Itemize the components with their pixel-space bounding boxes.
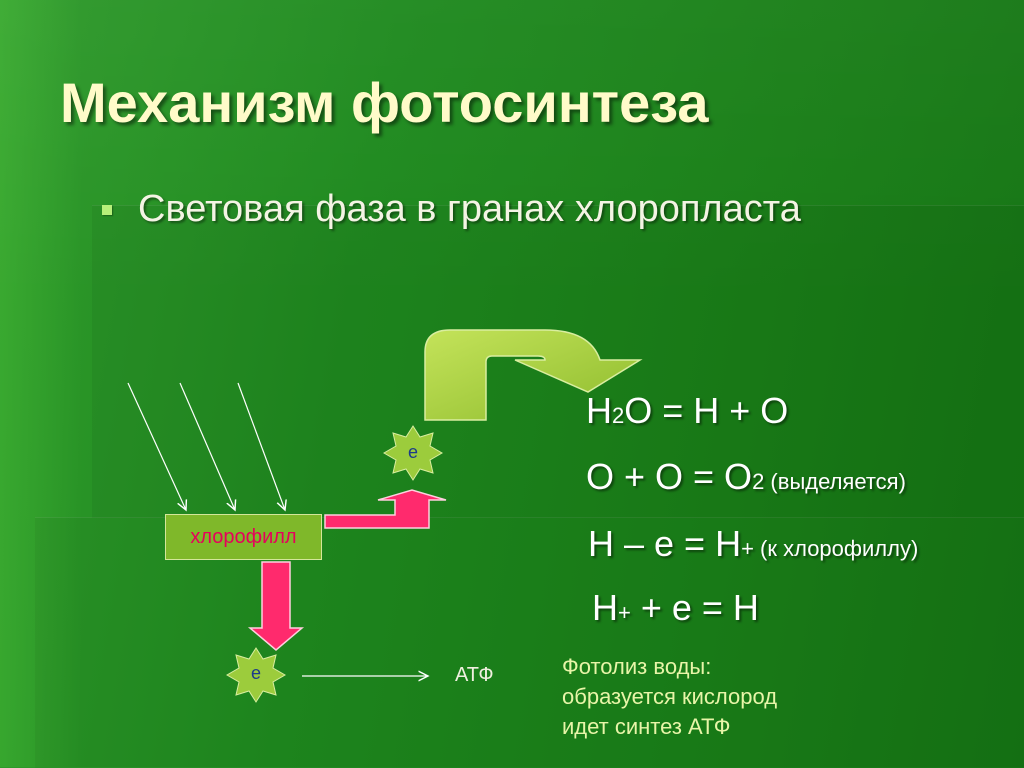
caption-line-2: образуется кислород — [562, 684, 778, 709]
eq3-part-a: H – e = H — [588, 523, 742, 564]
eq2-note: (выделяется) — [764, 469, 906, 494]
light-ray-3 — [237, 382, 285, 510]
light-ray-2 — [179, 382, 235, 510]
pink-arrow-up — [324, 489, 447, 529]
eq2-subscript: 2 — [752, 469, 765, 494]
eq1-part-a: H — [586, 390, 612, 431]
slide-title: Механизм фотосинтеза — [60, 71, 709, 134]
equation-4: H+ + e = H — [592, 587, 759, 629]
eq3-superscript: + — [741, 536, 754, 561]
electron-star-bottom — [226, 647, 286, 703]
eq3-note: (к хлорофиллу) — [753, 536, 919, 561]
bullet-text: Световая фаза в гранах хлоропласта — [138, 188, 801, 230]
eq4-part-b: + e = H — [630, 587, 759, 628]
eq1-part-b: O = H + O — [624, 390, 789, 431]
bullet-item: Световая фаза в гранах хлоропласта — [102, 188, 801, 231]
eq1-subscript: 2 — [612, 403, 625, 428]
caption-line-1: Фотолиз воды: — [562, 654, 712, 679]
equation-3: H – e = H+ (к хлорофиллу) — [588, 523, 918, 565]
caption-line-3: идет синтез АТФ — [562, 714, 731, 739]
pink-arrow-down — [247, 561, 305, 651]
eq4-part-a: H — [592, 587, 618, 628]
chlorophyll-label: хлорофилл — [190, 525, 297, 548]
electron-label-top: е — [407, 442, 418, 462]
electron-star-top — [383, 425, 443, 481]
green-curved-arrow — [424, 329, 643, 421]
caption: Фотолиз воды: образуется кислород идет с… — [562, 652, 777, 742]
electron-label-bottom: е — [250, 663, 261, 683]
chlorophyll-box: хлорофилл — [165, 514, 322, 560]
eq4-superscript: + — [618, 600, 631, 625]
atf-label: АТФ — [455, 664, 494, 686]
light-ray-1 — [127, 382, 186, 510]
bullet-square-icon — [102, 204, 112, 215]
equation-2: O + O = O2 (выделяется) — [586, 456, 906, 498]
eq2-part-a: O + O = O — [586, 456, 753, 497]
equation-1: H2O = H + O — [586, 390, 788, 432]
